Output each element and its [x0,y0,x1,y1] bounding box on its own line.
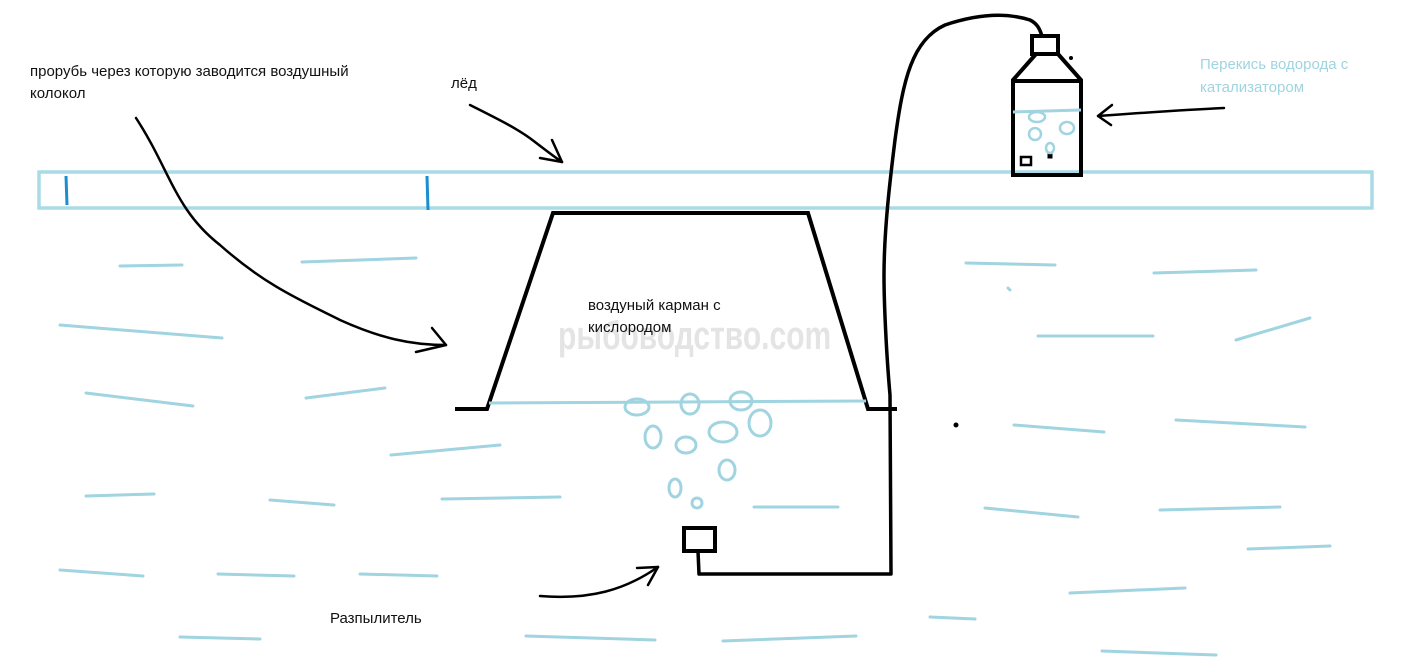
bottle-liquid-level [1012,108,1082,114]
bubbles [623,390,773,510]
label-air-pocket-line2: кислородом [588,319,672,336]
label-ice-hole-line2: колокол [30,85,86,102]
label-air-pocket-line1: воздуный карман с [588,297,721,314]
label-ice-hole-line1: прорубь через которую заводится воздушны… [30,63,349,80]
arrow-peroxide [1096,106,1226,118]
arrowhead-ice-hole [414,326,448,354]
label-peroxide-line2: катализатором [1200,79,1305,96]
label-peroxide-line1: Перекись водорода с [1200,56,1349,73]
arrow-ice-hole [134,116,448,347]
arrow-ice [468,103,564,164]
air-bell [455,211,897,411]
peroxide-bottle [1011,34,1083,177]
sprayer-box [682,526,717,553]
label-sprayer: Разпылитель [330,610,422,627]
air-tube [696,13,1044,576]
bottle-bubbles [1027,110,1076,155]
arrowhead-sprayer [635,565,660,587]
water-strokes [58,256,1332,657]
ice-hole-mark-left [64,175,69,206]
arrow-sprayer [538,565,660,599]
arrows [134,103,1226,599]
label-ice: лёд [451,75,477,92]
arrowhead-ice [538,138,564,164]
watermark: рыбоводство.com [558,314,832,358]
bell-water-level [488,399,867,405]
arrowhead-peroxide [1096,103,1114,127]
ice-slab [37,170,1374,210]
ice-hole-mark-right [425,175,430,211]
stray-dot [953,422,959,428]
